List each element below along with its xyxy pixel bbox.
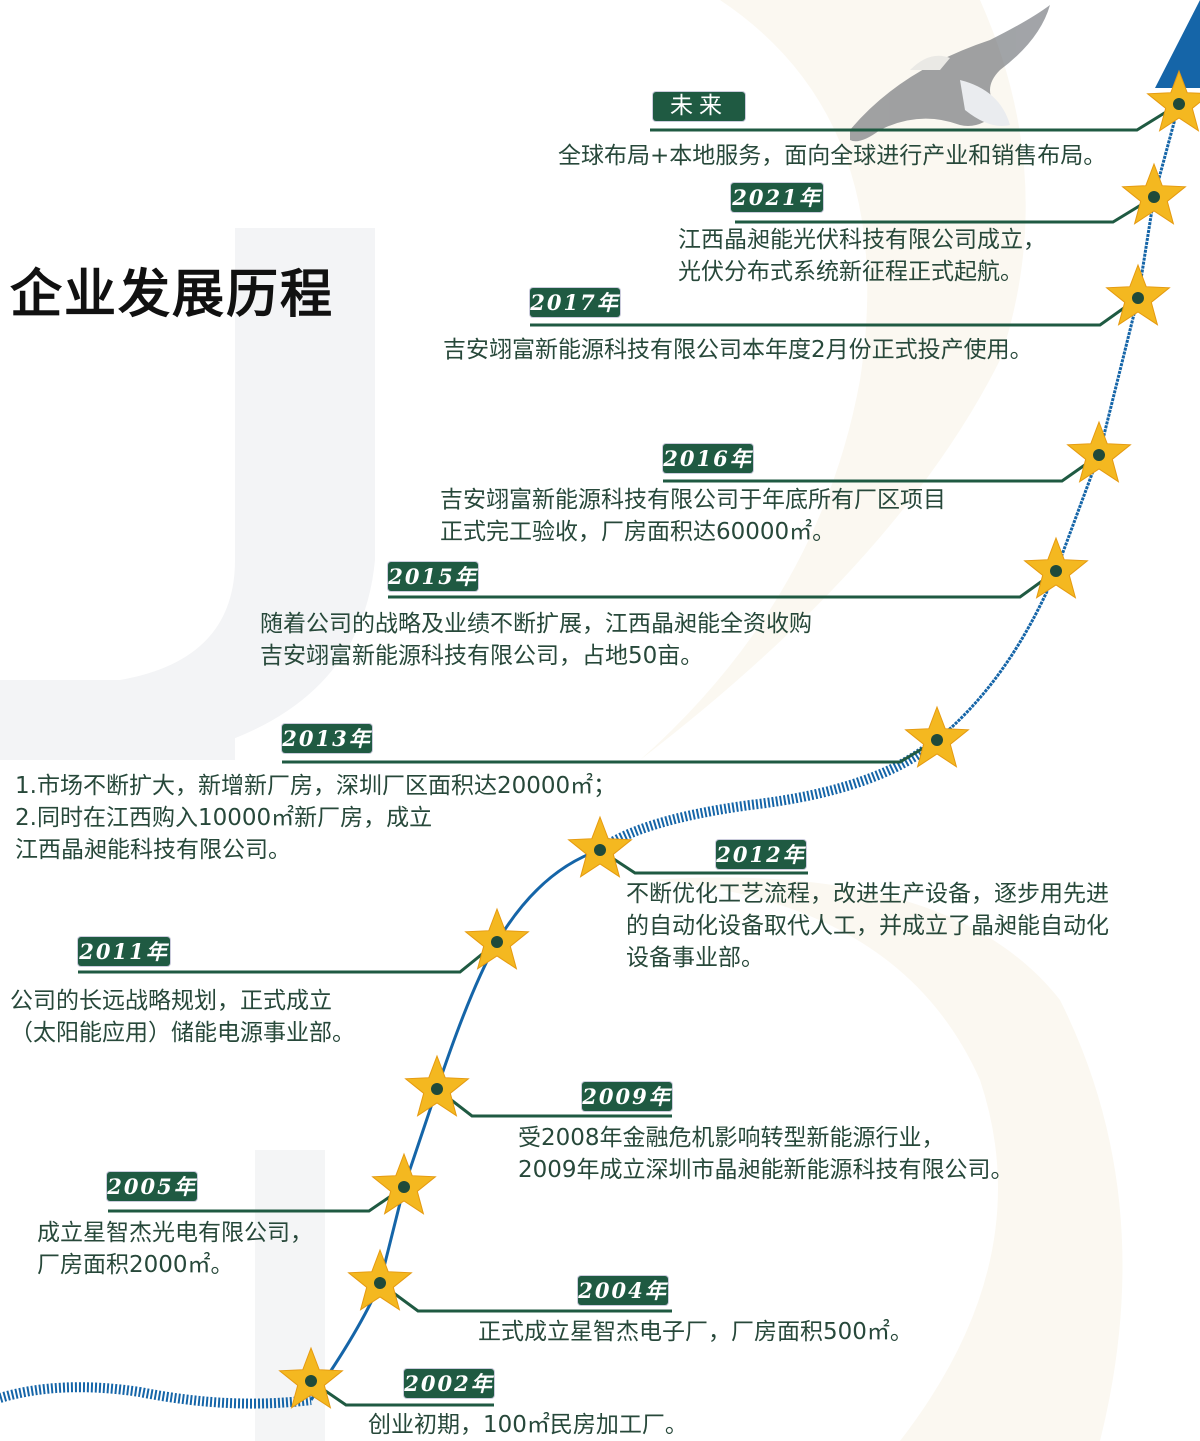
star-dot	[1050, 565, 1062, 577]
leader-line	[282, 738, 938, 764]
year-label: 2017年	[530, 288, 620, 317]
description-line: 设备事业部。	[626, 945, 764, 971]
star-dot	[1093, 449, 1105, 461]
description-line: 1.市场不断扩大，新增新厂房，深圳厂区面积达20000㎡；	[15, 773, 617, 799]
description-line: 的自动化设备取代人工，并成立了晶昶能自动化	[626, 913, 1109, 939]
star-dot	[594, 844, 606, 856]
description-line: 吉安翊富新能源科技有限公司，占地50亩。	[260, 643, 704, 669]
arrow-head-icon	[1155, 0, 1200, 88]
description-line: 随着公司的战略及业绩不断扩展，江西晶昶能全资收购	[260, 611, 812, 637]
event-description: 1.市场不断扩大，新增新厂房，深圳厂区面积达20000㎡； 2.同时在江西购入10…	[15, 770, 616, 866]
year-label: 2021年	[731, 183, 823, 212]
description-line: 吉安翊富新能源科技有限公司于年底所有厂区项目	[440, 487, 946, 513]
eagle-icon	[850, 5, 1050, 142]
year-label: 2015年	[388, 562, 478, 591]
year-label: 2012年	[716, 840, 806, 869]
year-label: 未来	[653, 92, 745, 121]
description-line: （太阳能应用）储能电源事业部。	[10, 1020, 355, 1046]
year-label: 2002年	[404, 1369, 494, 1398]
star-dot	[431, 1083, 443, 1095]
description-line: 正式完工验收，厂房面积达60000㎡。	[440, 519, 836, 545]
star-dot	[491, 936, 503, 948]
description-line: 创业初期，100㎡民房加工厂。	[368, 1412, 688, 1438]
star-dot	[398, 1181, 410, 1193]
star-dot	[931, 734, 943, 746]
description-line: 2.同时在江西购入10000㎡新厂房，成立	[15, 805, 433, 831]
star-icon	[1146, 69, 1200, 132]
year-label: 2005年	[107, 1172, 197, 1201]
event-description: 受2008年金融危机影响转型新能源行业， 2009年成立深圳市晶昶能新能源科技有限…	[518, 1122, 1014, 1186]
description-line: 不断优化工艺流程，改进生产设备，逐步用先进	[626, 881, 1109, 907]
description-line: 2009年成立深圳市晶昶能新能源科技有限公司。	[518, 1157, 1014, 1183]
star-dot	[1132, 292, 1144, 304]
description-line: 吉安翊富新能源科技有限公司本年度2月份正式投产使用。	[443, 337, 1033, 363]
description-line: 全球布局+本地服务，面向全球进行产业和销售布局。	[558, 143, 1107, 169]
event-description: 全球布局+本地服务，面向全球进行产业和销售布局。	[558, 140, 1106, 172]
event-description: 吉安翊富新能源科技有限公司于年底所有厂区项目正式完工验收，厂房面积达60000㎡…	[440, 484, 946, 548]
description-line: 公司的长远战略规划，正式成立	[10, 988, 332, 1014]
leader-line	[530, 296, 1139, 327]
event-description: 创业初期，100㎡民房加工厂。	[368, 1409, 688, 1441]
year-label: 2004年	[578, 1276, 668, 1305]
star-dot	[1148, 191, 1160, 203]
timeline-curve	[309, 848, 601, 1401]
description-line: 成立星智杰光电有限公司，	[37, 1220, 313, 1246]
year-label: 2011年	[78, 937, 170, 966]
timeline-curve-middle	[597, 736, 941, 855]
timeline-curve-start	[0, 1382, 312, 1409]
description-line: 正式成立星智杰电子厂，厂房面积500㎡。	[478, 1319, 913, 1345]
leader-line	[388, 569, 1057, 599]
event-description: 成立星智杰光电有限公司， 厂房面积2000㎡。	[37, 1217, 313, 1281]
event-description: 吉安翊富新能源科技有限公司本年度2月份正式投产使用。	[443, 334, 1033, 366]
year-label: 2009年	[582, 1082, 672, 1111]
page-title: 企业发展历程	[10, 265, 335, 325]
event-description: 江西晶昶能光伏科技有限公司成立， 光伏分布式系统新征程正式起航。	[678, 224, 1046, 288]
timeline-curve-end	[936, 79, 1187, 742]
event-description: 正式成立星智杰电子厂，厂房面积500㎡。	[478, 1316, 913, 1348]
year-label: 2013年	[282, 724, 372, 753]
description-line: 厂房面积2000㎡。	[37, 1252, 234, 1278]
description-line: 江西晶昶能科技有限公司。	[15, 837, 291, 863]
event-description: 不断优化工艺流程，改进生产设备，逐步用先进的自动化设备取代人工，并成立了晶昶能自…	[626, 878, 1109, 974]
star-dot	[305, 1375, 317, 1387]
year-label: 2016年	[663, 444, 753, 473]
description-line: 光伏分布式系统新征程正式起航。	[678, 259, 1023, 285]
event-description: 随着公司的战略及业绩不断扩展，江西晶昶能全资收购吉安翊富新能源科技有限公司，占地…	[260, 608, 812, 672]
event-description: 公司的长远战略规划，正式成立 （太阳能应用）储能电源事业部。	[10, 985, 355, 1049]
description-line: 受2008年金融危机影响转型新能源行业，	[518, 1125, 945, 1151]
star-dot	[1173, 98, 1185, 110]
star-dot	[374, 1277, 386, 1289]
description-line: 江西晶昶能光伏科技有限公司成立，	[678, 227, 1046, 253]
